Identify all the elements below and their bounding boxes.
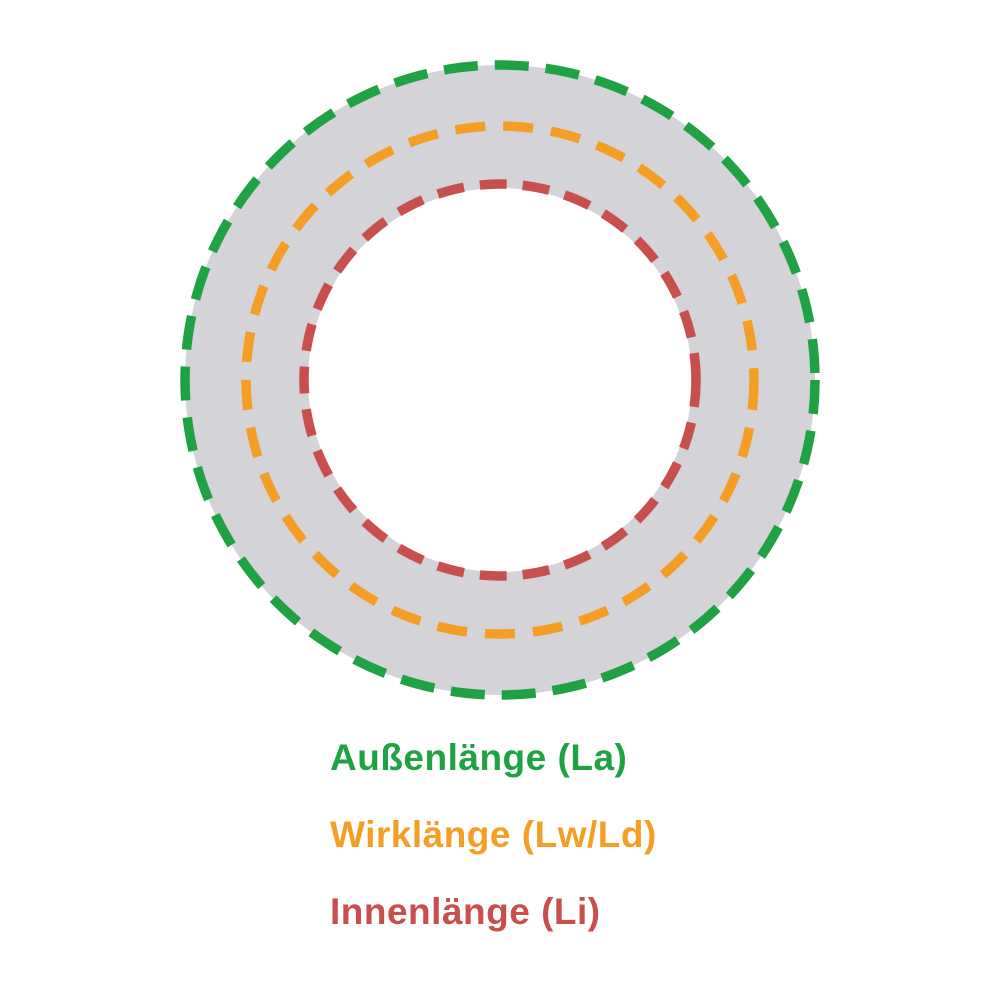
legend-outer-length-label: Außenlänge (La) bbox=[330, 737, 628, 778]
inner-length-circle bbox=[299, 179, 701, 581]
legend-inner-length-label: Innenlänge (Li) bbox=[330, 891, 601, 932]
legend-effective-length-label: Wirklänge (Lw/Ld) bbox=[330, 814, 657, 855]
legend: Außenlänge (La) Wirklänge (Lw/Ld) Innenl… bbox=[330, 738, 657, 969]
outer-length-circle bbox=[180, 60, 820, 700]
effective-length-circle bbox=[241, 121, 759, 639]
